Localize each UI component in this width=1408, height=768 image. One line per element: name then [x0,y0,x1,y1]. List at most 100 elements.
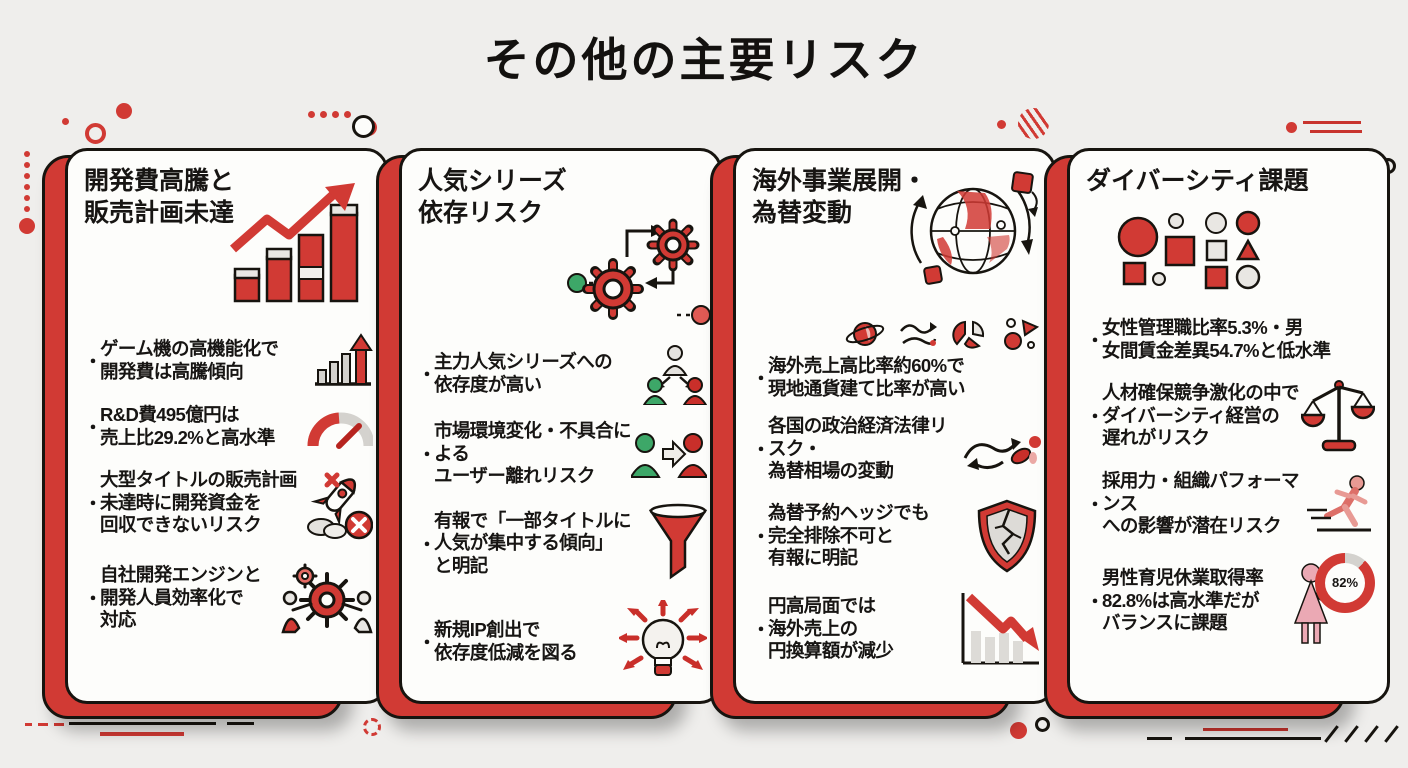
currency-swirl-icon [959,424,1041,474]
bullet-marker: ・ [752,368,770,389]
bullet-item: ・ 各国の政治経済法律リスク・ 為替相場の変動 [752,415,1041,483]
card-front: 海外事業展開・ 為替変動 [733,148,1056,704]
bullet-marker: ・ [752,439,770,460]
runner-icon [1305,474,1375,534]
planet-icon [845,322,885,346]
page-title: その他の主要リスク [483,34,925,86]
broken-pie-icon [952,320,985,349]
decor-dot [24,151,30,157]
card-front: 開発費高騰と 販売計画未達 [65,148,388,704]
bullet-marker: ・ [84,352,102,372]
bullet-item: ・ 採用力・組織パフォーマンス への影響が潜在リスク [1086,470,1375,538]
decor-dash [38,723,48,726]
decor-line [69,722,216,725]
decor-slash [1364,725,1379,743]
bullet-marker: ・ [418,444,436,465]
card-series-dependency-risk: 人気シリーズ 依存リスク [376,148,722,719]
decor-dot [24,206,30,212]
bullet-text: ゲーム機の高機能化で 開発費は高騰傾向 [100,338,279,382]
bullet-item: ・ 男性育児休業取得率 82.8%は高水準だが バランスに課題 [1086,552,1375,649]
bullet-item: ・ 主力人気シリーズへの 依存度が高い [418,343,707,405]
lightbulb-ideas-icon [619,599,707,684]
decor-slash [1324,725,1339,743]
card-front: 人気シリーズ 依存リスク [399,148,722,704]
bullet-item: ・ 女性管理職比率5.3%・男 女間賃金差異54.7%と低水準 [1086,317,1375,362]
bullet-text: 主力人気シリーズへの 依存度が高い [434,351,613,395]
decor-dot [24,173,30,179]
bullet-text: 新規IP創出で 依存度低減を図る [434,619,578,663]
bullet-item: ・ 新規IP創出で 依存度低減を図る [418,599,707,684]
decor-dot [997,120,1006,129]
decor-dot [62,118,69,125]
decor-dot [1010,722,1027,739]
decor-dot [320,111,327,118]
bullet-item: ・ ゲーム機の高機能化で 開発費は高騰傾向 [84,333,373,389]
card-front: ダイバーシティ課題 [1067,148,1390,704]
decor-ring [85,123,106,144]
bullet-text: 人材確保競争激化の中で ダイバーシティ経営の 遅れがリスク [1102,382,1300,449]
gears-flow-icon [567,218,711,325]
wind-swirl-icon [900,322,937,346]
bullet-marker: ・ [84,418,102,438]
bullet-text: 各国の政治経済法律リスク・ 為替相場の変動 [768,415,948,482]
rocket-failure-icon [301,465,373,541]
risk-cards: 開発費高騰と 販売計画未達 [42,148,1390,719]
decor-dot [344,111,351,118]
bar-chart-up-arrow-icon [311,333,373,389]
mother-baby-icon [1293,563,1329,644]
decor-dot [116,103,132,119]
bullet-marker: ・ [84,494,102,514]
globe-network-icon [910,171,1038,285]
decor-line [1147,737,1172,740]
decor-dot [24,162,30,168]
decor-dash [54,723,64,726]
bullet-text: 有報で「一部タイトルに 人気が集中する傾向」 と明記 [434,509,632,576]
decor-line [1310,130,1362,133]
bullet-text: 自社開発エンジンと 開発人員効率化で 対応 [100,564,262,631]
donut-label: 82% [1325,562,1365,603]
bullet-item: ・ 為替予約ヘッジでも 完全排除不可と 有報に明記 [752,498,1041,574]
decor-dot [19,218,35,234]
shape-cluster-icon [1004,318,1039,350]
diversity-shapes-icon [1117,210,1261,290]
decor-dot [332,111,339,118]
bullet-item: ・ 海外売上高比率約60%で 現地通貨建て比率が高い [752,355,1041,400]
bullet-marker: ・ [1086,407,1104,428]
bullet-marker: ・ [1086,494,1104,515]
funnel-icon [649,503,707,585]
bullet-item: ・ 大型タイトルの販売計画 未達時に開発資金を 回収できないリスク [84,465,373,541]
bullet-marker: ・ [418,632,436,653]
donut-chart-82: 82% [1315,552,1375,613]
bullet-item: ・ 人材確保競争激化の中で ダイバーシティ経営の 遅れがリスク [1086,377,1375,455]
decor-line [1203,728,1288,731]
bullet-marker: ・ [1086,591,1104,612]
cracked-shield-icon [973,498,1041,574]
decor-ring [352,115,375,138]
decor-line [227,722,254,725]
decor-line [1185,737,1321,740]
decor-slash [1344,725,1359,743]
decor-line [100,732,184,736]
bullet-text: 市場環境変化・不具合による ユーザー離れリスク [434,420,632,487]
bullet-item: ・ 自社開発エンジンと 開発人員効率化で 対応 [84,556,373,640]
card-title: ダイバーシティ課題 [1086,167,1309,195]
decor-dot [1286,122,1297,133]
card-diversity-risk: ダイバーシティ課題 [1044,148,1390,719]
decor-hatched-circle [1018,108,1049,139]
gears-teamwork-icon [281,556,373,640]
bullet-marker: ・ [752,526,770,547]
bullet-text: 男性育児休業取得率 82.8%は高水準だが バランスに課題 [1102,566,1264,634]
user-churn-icon [631,429,707,479]
decor-ring [1035,717,1050,732]
decor-dashed-ring [363,718,381,736]
card-overseas-fx-risk: 海外事業展開・ 為替変動 [710,148,1056,719]
bullet-marker: ・ [418,365,436,385]
bullet-item: ・ 円高局面では 海外売上の 円換算額が減少 [752,589,1041,669]
gauge-icon [307,404,373,450]
bullet-marker: ・ [752,619,770,640]
bullet-text: 円高局面では 海外売上の 円換算額が減少 [768,594,894,662]
bullet-text: 海外売上高比率約60%で 現地通貨建て比率が高い [768,355,966,399]
people-dependency-icon [643,343,707,405]
bullet-marker: ・ [84,589,102,609]
card-dev-cost-risk: 開発費高騰と 販売計画未達 [42,148,388,719]
